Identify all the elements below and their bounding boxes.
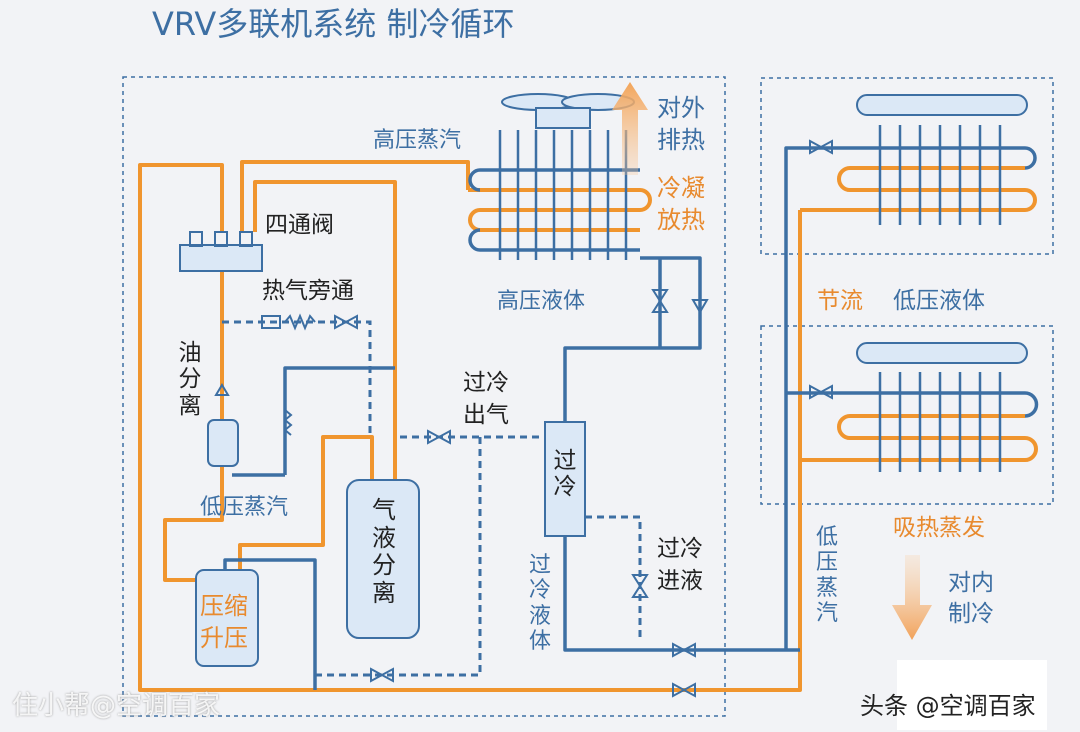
condenser-fins [498, 130, 628, 260]
oil-return-capillary-icon [283, 409, 293, 436]
label-accumulator: 气液分离 [372, 496, 396, 607]
condenser-coil-blue-bottom [468, 228, 640, 252]
indoor-exp-valve-1-icon [809, 139, 833, 155]
label-oil-separator: 油分离 [178, 340, 202, 419]
indoor-exp-valve-2-icon [809, 384, 833, 400]
blue-pipes [223, 146, 1039, 690]
capillary-tube-icon [284, 313, 316, 331]
label-absorb-evaporate: 吸热蒸发 [893, 515, 985, 541]
hot-gas-bypass-pipe [222, 320, 372, 437]
indoor-coil-2-blue-bend [1024, 391, 1039, 418]
oil-separator-to-compressor [163, 465, 224, 582]
label-low-pressure-vapor-left: 低压蒸汽 [200, 495, 289, 520]
label-subcool-in-1: 过冷 [657, 536, 703, 562]
heat-out-arrow [612, 82, 648, 175]
indoor-unit-2-boundary [760, 325, 1054, 505]
condenser-coil-blue-top [468, 168, 640, 192]
subcooled-liquid-pipe [563, 535, 800, 652]
condenser-valve-icon [651, 289, 669, 313]
high-pressure-vapor-pipe [240, 160, 470, 232]
watermark-left: 住小帮@空调百家 [12, 691, 221, 721]
cooling-in-arrow [892, 555, 932, 640]
label-subcool-out-2: 出气 [463, 402, 509, 428]
label-condense-1: 冷凝 [657, 174, 705, 202]
label-subcool-out-1: 过冷 [463, 370, 509, 396]
label-cool-in-2: 制冷 [948, 601, 994, 627]
valves [261, 139, 833, 698]
label-cool-in-1: 对内 [948, 570, 994, 596]
indoor-coil-1-orange [800, 166, 1037, 212]
outdoor-unit-boundary [122, 76, 726, 717]
compressor-to-accumulator [238, 435, 374, 580]
label-heat-out-2: 排热 [657, 126, 705, 154]
indoor-liquid-supply-1 [784, 146, 1025, 650]
return-valve-icon [370, 667, 394, 683]
high-pressure-liquid-pipe [563, 256, 702, 425]
label-subcooled-liquid: 过冷液体 [528, 553, 551, 654]
watermark-right-bg [897, 660, 1047, 730]
label-high-pressure-vapor: 高压蒸汽 [373, 128, 462, 153]
capillary-filter-icon [261, 315, 281, 329]
oil-separator [207, 419, 239, 467]
label-condense-2: 放热 [657, 206, 705, 234]
label-low-pressure-liquid: 低压液体 [893, 288, 985, 314]
indoor-fan-1 [856, 94, 1028, 116]
indoor-fan-2 [856, 342, 1028, 364]
check-valve-icon [214, 383, 230, 396]
gas-service-valve-icon [672, 682, 696, 698]
label-subcool-in-2: 进液 [657, 568, 703, 594]
subcool-in-pipe [585, 515, 642, 640]
condenser-coil-orange [468, 188, 652, 232]
label-subcooler: 过冷 [553, 448, 577, 501]
watermark-right: 头条 @空调百家 [860, 692, 1036, 720]
liquid-service-valve-icon [672, 642, 696, 658]
bypass-valve-icon [334, 314, 358, 330]
low-pressure-vapor-return [138, 163, 802, 692]
label-throttle: 节流 [817, 288, 863, 314]
low-pressure-vapor-pipe [283, 366, 395, 475]
label-high-pressure-liquid: 高压液体 [497, 289, 586, 314]
subcool-in-valve-icon [631, 574, 649, 598]
label-hot-gas-bypass: 热气旁通 [262, 278, 354, 304]
indoor-unit-1-boundary [760, 77, 1054, 255]
subcool-out-valve-icon [427, 429, 451, 445]
indoor-coil-1-blue-bend [1024, 146, 1037, 170]
condenser-check-valve-icon [691, 299, 709, 314]
label-heat-out-1: 对外 [657, 94, 705, 122]
label-compressor-1: 压缩 [200, 592, 248, 620]
diagram-title: VRV多联机系统 制冷循环 [152, 5, 515, 43]
label-low-pressure-vapor-right: 低压蒸汽 [815, 525, 838, 626]
accumulator-to-valve [253, 180, 397, 480]
indoor-coil-2-orange [800, 414, 1038, 462]
condenser-fan [501, 93, 635, 129]
label-compressor-2: 升压 [200, 624, 248, 652]
four-way-valve [179, 231, 263, 272]
subcooler [544, 421, 586, 537]
accumulator [346, 479, 420, 639]
compressor [195, 569, 259, 667]
label-four-way-valve: 四通阀 [265, 212, 334, 238]
indoor-coil-fins [878, 125, 1002, 472]
orange-pipes [138, 160, 1038, 692]
